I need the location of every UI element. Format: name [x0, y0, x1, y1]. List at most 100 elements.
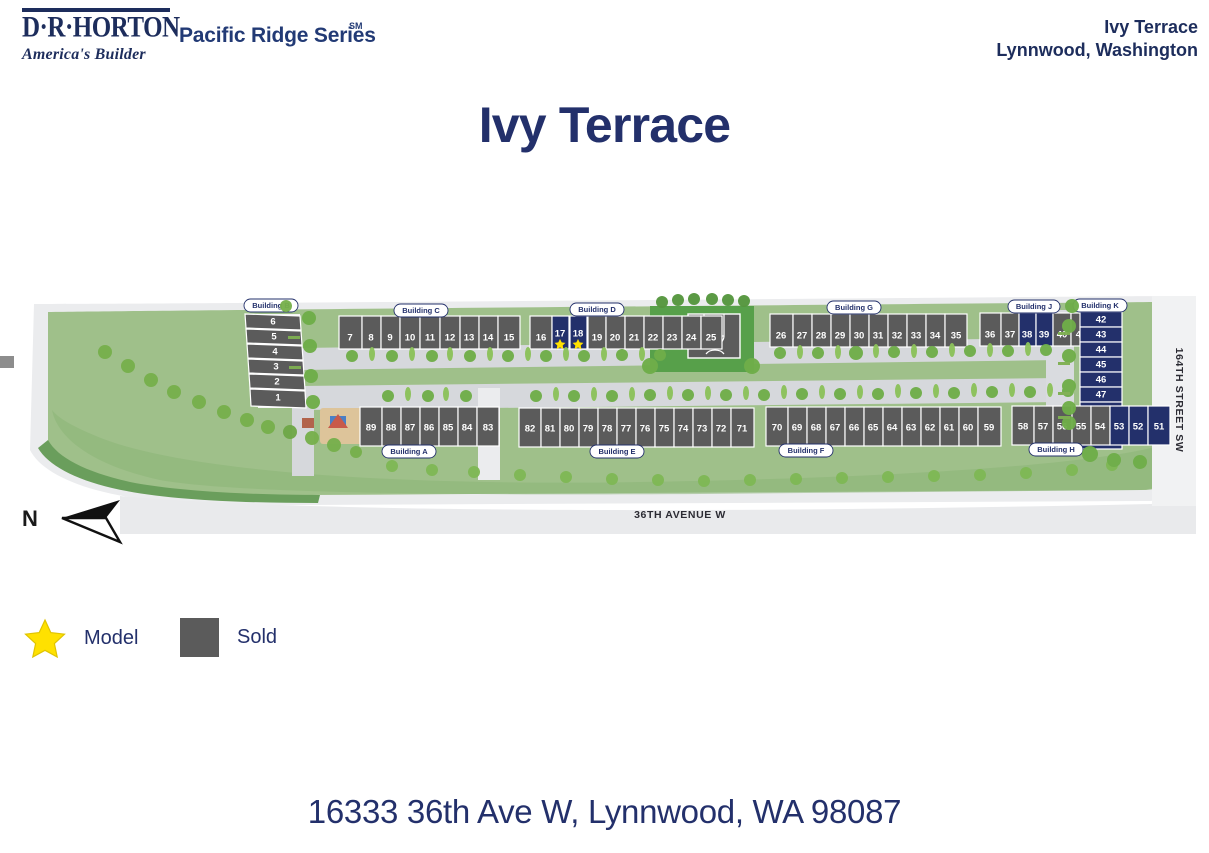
unit-1[interactable]: 1: [249, 388, 307, 409]
unit-5[interactable]: 5: [245, 328, 303, 346]
unit-label: 28: [816, 331, 827, 342]
unit-82[interactable]: 82: [518, 407, 542, 448]
unit-3[interactable]: 3: [247, 358, 305, 376]
unit-76[interactable]: 76: [635, 407, 656, 448]
unit-58[interactable]: 58: [1011, 405, 1035, 446]
unit-24[interactable]: 24: [681, 315, 702, 350]
unit-39[interactable]: 39: [1035, 312, 1054, 347]
unit-23[interactable]: 23: [662, 315, 683, 350]
unit-25[interactable]: 25: [700, 315, 723, 350]
unit-14[interactable]: 14: [478, 315, 499, 350]
unit-85[interactable]: 85: [438, 406, 459, 447]
unit-29[interactable]: 29: [830, 313, 851, 348]
building-F[interactable]: 70 69 68 67: [765, 406, 1002, 458]
unit-37[interactable]: 37: [1000, 312, 1020, 347]
unit-label: 62: [925, 423, 936, 434]
unit-2[interactable]: 2: [248, 373, 306, 391]
unit-11[interactable]: 11: [419, 315, 441, 350]
unit-26[interactable]: 26: [769, 313, 794, 348]
unit-80[interactable]: 80: [559, 407, 580, 448]
unit-69[interactable]: 69: [787, 406, 808, 447]
building-G[interactable]: 26 27 28 29: [769, 300, 968, 348]
unit-38[interactable]: 38: [1018, 312, 1037, 347]
unit-27[interactable]: 27: [792, 313, 813, 348]
unit-71[interactable]: 71: [730, 407, 755, 448]
unit-20[interactable]: 20: [605, 315, 626, 350]
unit-32[interactable]: 32: [887, 313, 908, 348]
unit-66[interactable]: 66: [844, 406, 865, 447]
unit-21[interactable]: 21: [624, 315, 645, 350]
unit-75[interactable]: 75: [654, 407, 675, 448]
unit-44[interactable]: 44: [1079, 341, 1123, 358]
unit-79[interactable]: 79: [578, 407, 599, 448]
unit-47[interactable]: 47: [1079, 386, 1123, 403]
building-A[interactable]: 89 88 87 86: [359, 406, 500, 459]
unit-36[interactable]: 36: [979, 312, 1002, 347]
unit-30[interactable]: 30: [849, 313, 870, 348]
unit-17[interactable]: 17: [551, 315, 570, 350]
brand-name: D·R·HORTON: [22, 11, 180, 44]
unit-label: 20: [610, 333, 621, 344]
unit-28[interactable]: 28: [811, 313, 832, 348]
series-label: Pacific Ridge Series: [179, 24, 376, 47]
unit-51[interactable]: 51: [1147, 405, 1171, 446]
building-label: Building A: [390, 447, 428, 456]
unit-8[interactable]: 8: [361, 315, 382, 350]
unit-77[interactable]: 77: [616, 407, 637, 448]
unit-22[interactable]: 22: [643, 315, 664, 350]
unit-4[interactable]: 4: [246, 343, 304, 361]
unit-68[interactable]: 68: [806, 406, 827, 447]
unit-83[interactable]: 83: [476, 406, 500, 447]
unit-74[interactable]: 74: [673, 407, 694, 448]
unit-35[interactable]: 35: [944, 313, 968, 348]
unit-87[interactable]: 87: [400, 406, 421, 447]
building-H[interactable]: 58 57 56 55: [1011, 405, 1171, 457]
building-B[interactable]: 6 5 4 3 2: [243, 298, 307, 409]
unit-59[interactable]: 59: [977, 406, 1002, 447]
unit-46[interactable]: 46: [1079, 371, 1123, 388]
unit-label: 31: [873, 331, 884, 342]
unit-label: 30: [854, 331, 865, 342]
building-D[interactable]: 17 18 19 20: [551, 302, 723, 350]
unit-65[interactable]: 65: [863, 406, 884, 447]
unit-9[interactable]: 9: [380, 315, 401, 350]
unit-43[interactable]: 43: [1079, 326, 1123, 343]
unit-72[interactable]: 72: [711, 407, 732, 448]
unit-54[interactable]: 54: [1090, 405, 1111, 446]
unit-78[interactable]: 78: [597, 407, 618, 448]
unit-73[interactable]: 73: [692, 407, 713, 448]
unit-19[interactable]: 19: [587, 315, 607, 350]
unit-12[interactable]: 12: [439, 315, 461, 350]
unit-34[interactable]: 34: [925, 313, 946, 348]
unit-42[interactable]: 42: [1079, 311, 1123, 328]
unit-63[interactable]: 63: [901, 406, 922, 447]
unit-15[interactable]: 15: [497, 315, 521, 350]
unit-67[interactable]: 67: [825, 406, 846, 447]
unit-7[interactable]: 7: [338, 315, 363, 350]
unit-label: 76: [640, 424, 651, 435]
unit-10[interactable]: 10: [399, 315, 421, 350]
unit-31[interactable]: 31: [868, 313, 889, 348]
unit-84[interactable]: 84: [457, 406, 478, 447]
unit-57[interactable]: 57: [1033, 405, 1054, 446]
unit-70[interactable]: 70: [765, 406, 789, 447]
unit-62[interactable]: 62: [920, 406, 941, 447]
unit-52[interactable]: 52: [1128, 405, 1149, 446]
unit-45[interactable]: 45: [1079, 356, 1123, 373]
unit-13[interactable]: 13: [459, 315, 480, 350]
unit-53[interactable]: 53: [1109, 405, 1130, 446]
unit-64[interactable]: 64: [882, 406, 903, 447]
unit-18[interactable]: 18: [569, 315, 588, 350]
unit-89[interactable]: 89: [359, 406, 383, 447]
unit-label: 19: [592, 333, 603, 344]
unit-86[interactable]: 86: [419, 406, 440, 447]
unit-88[interactable]: 88: [381, 406, 402, 447]
unit-60[interactable]: 60: [958, 406, 979, 447]
unit-label: 13: [464, 333, 475, 344]
unit-33[interactable]: 33: [906, 313, 927, 348]
unit-16[interactable]: 16: [529, 315, 553, 350]
building-E[interactable]: 82 81 80 79: [518, 407, 755, 459]
unit-6[interactable]: 6: [244, 313, 302, 331]
unit-81[interactable]: 81: [540, 407, 561, 448]
unit-61[interactable]: 61: [939, 406, 960, 447]
